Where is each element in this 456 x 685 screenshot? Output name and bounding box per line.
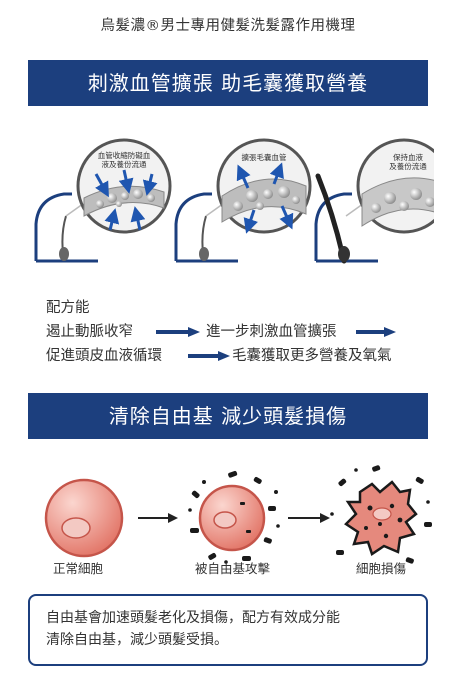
note-line: 清除自由基，減少頭髮受損。 (46, 632, 228, 648)
callout-label: 及養份流通 (389, 161, 427, 171)
vessel-arrow (130, 206, 146, 231)
benefit-text: 毛囊獲取更多營養及氧氣 (232, 348, 392, 364)
panel-dilated: 擴張毛囊血管 (174, 138, 312, 263)
attacked-cell (188, 470, 280, 564)
cell-illustration (44, 465, 432, 564)
normal-cell (44, 478, 124, 558)
page-title: 烏髮濃®男士專用健髮洗髮露作用機理 (100, 18, 356, 34)
cell-label-normal: 正常細胞 (53, 561, 104, 576)
benefit-text: 促進頭皮血液循環 (46, 348, 162, 364)
benefit-text: 遏止動脈收窄 (46, 324, 133, 340)
vessel-arrow (269, 162, 284, 185)
benefit-text: 進一步刺激血管擴張 (206, 324, 337, 340)
scalp-shape (174, 192, 212, 261)
scalp-shape (34, 192, 72, 261)
scalp-shape (314, 192, 352, 261)
right-arrow-icon (356, 327, 396, 337)
cell-label-damaged: 細胞損傷 (356, 561, 407, 576)
benefits-row-2: 促進頭皮血液循環 毛囊獲取更多營養及氧氣 (46, 344, 426, 368)
right-arrow-icon (288, 513, 330, 523)
vessel-arrow (94, 173, 109, 198)
right-arrow-icon (156, 327, 200, 337)
damaged-cell (330, 465, 432, 564)
section2-banner: 清除自由基 減少頭髮損傷 (28, 393, 428, 439)
section1-banner: 刺激血管擴張 助毛囊獲取營養 (28, 60, 428, 106)
benefits-row-1: 遏止動脈收窄 進一步刺激血管擴張 (46, 320, 426, 344)
vessel-arrow (142, 173, 158, 196)
benefits-block: 配方能 遏止動脈收窄 進一步刺激血管擴張 促進頭皮血液循環 毛囊獲取更多營養及氧… (46, 296, 426, 368)
benefits-heading-row: 配方能 (46, 296, 426, 320)
explanation-note: 自由基會加速頭髮老化及損傷，配方有效成分能 清除自由基，減少頭髮受損。 (28, 594, 428, 666)
note-line: 自由基會加速頭髮老化及損傷，配方有效成分能 (46, 610, 340, 626)
vessel-illustration: 血管收縮防礙血 液及養份流通 擴張毛囊血管 (34, 138, 434, 264)
callout-label: 血管收縮防礙血 (98, 150, 151, 160)
benefits-heading: 配方能 (46, 300, 90, 316)
right-arrow-icon (138, 513, 178, 523)
callout-label: 擴張毛囊血管 (242, 152, 287, 162)
cell-label-attacked: 被自由基攻擊 (195, 561, 271, 576)
vessel-arrow (118, 169, 134, 194)
vessel-arrow (243, 209, 258, 234)
vessel-arrow (104, 208, 120, 231)
panel-healthy: 保持血液 及養份流通 (314, 138, 434, 264)
right-arrow-icon (188, 351, 230, 361)
vessel-arrow (279, 205, 294, 230)
callout-label: 保持血液 (393, 152, 423, 162)
free-radicals (188, 470, 280, 564)
vessel-arrow (236, 164, 251, 189)
callout-label: 液及養份流通 (102, 159, 147, 169)
panel-constricted: 血管收縮防礙血 液及養份流通 (34, 138, 172, 263)
